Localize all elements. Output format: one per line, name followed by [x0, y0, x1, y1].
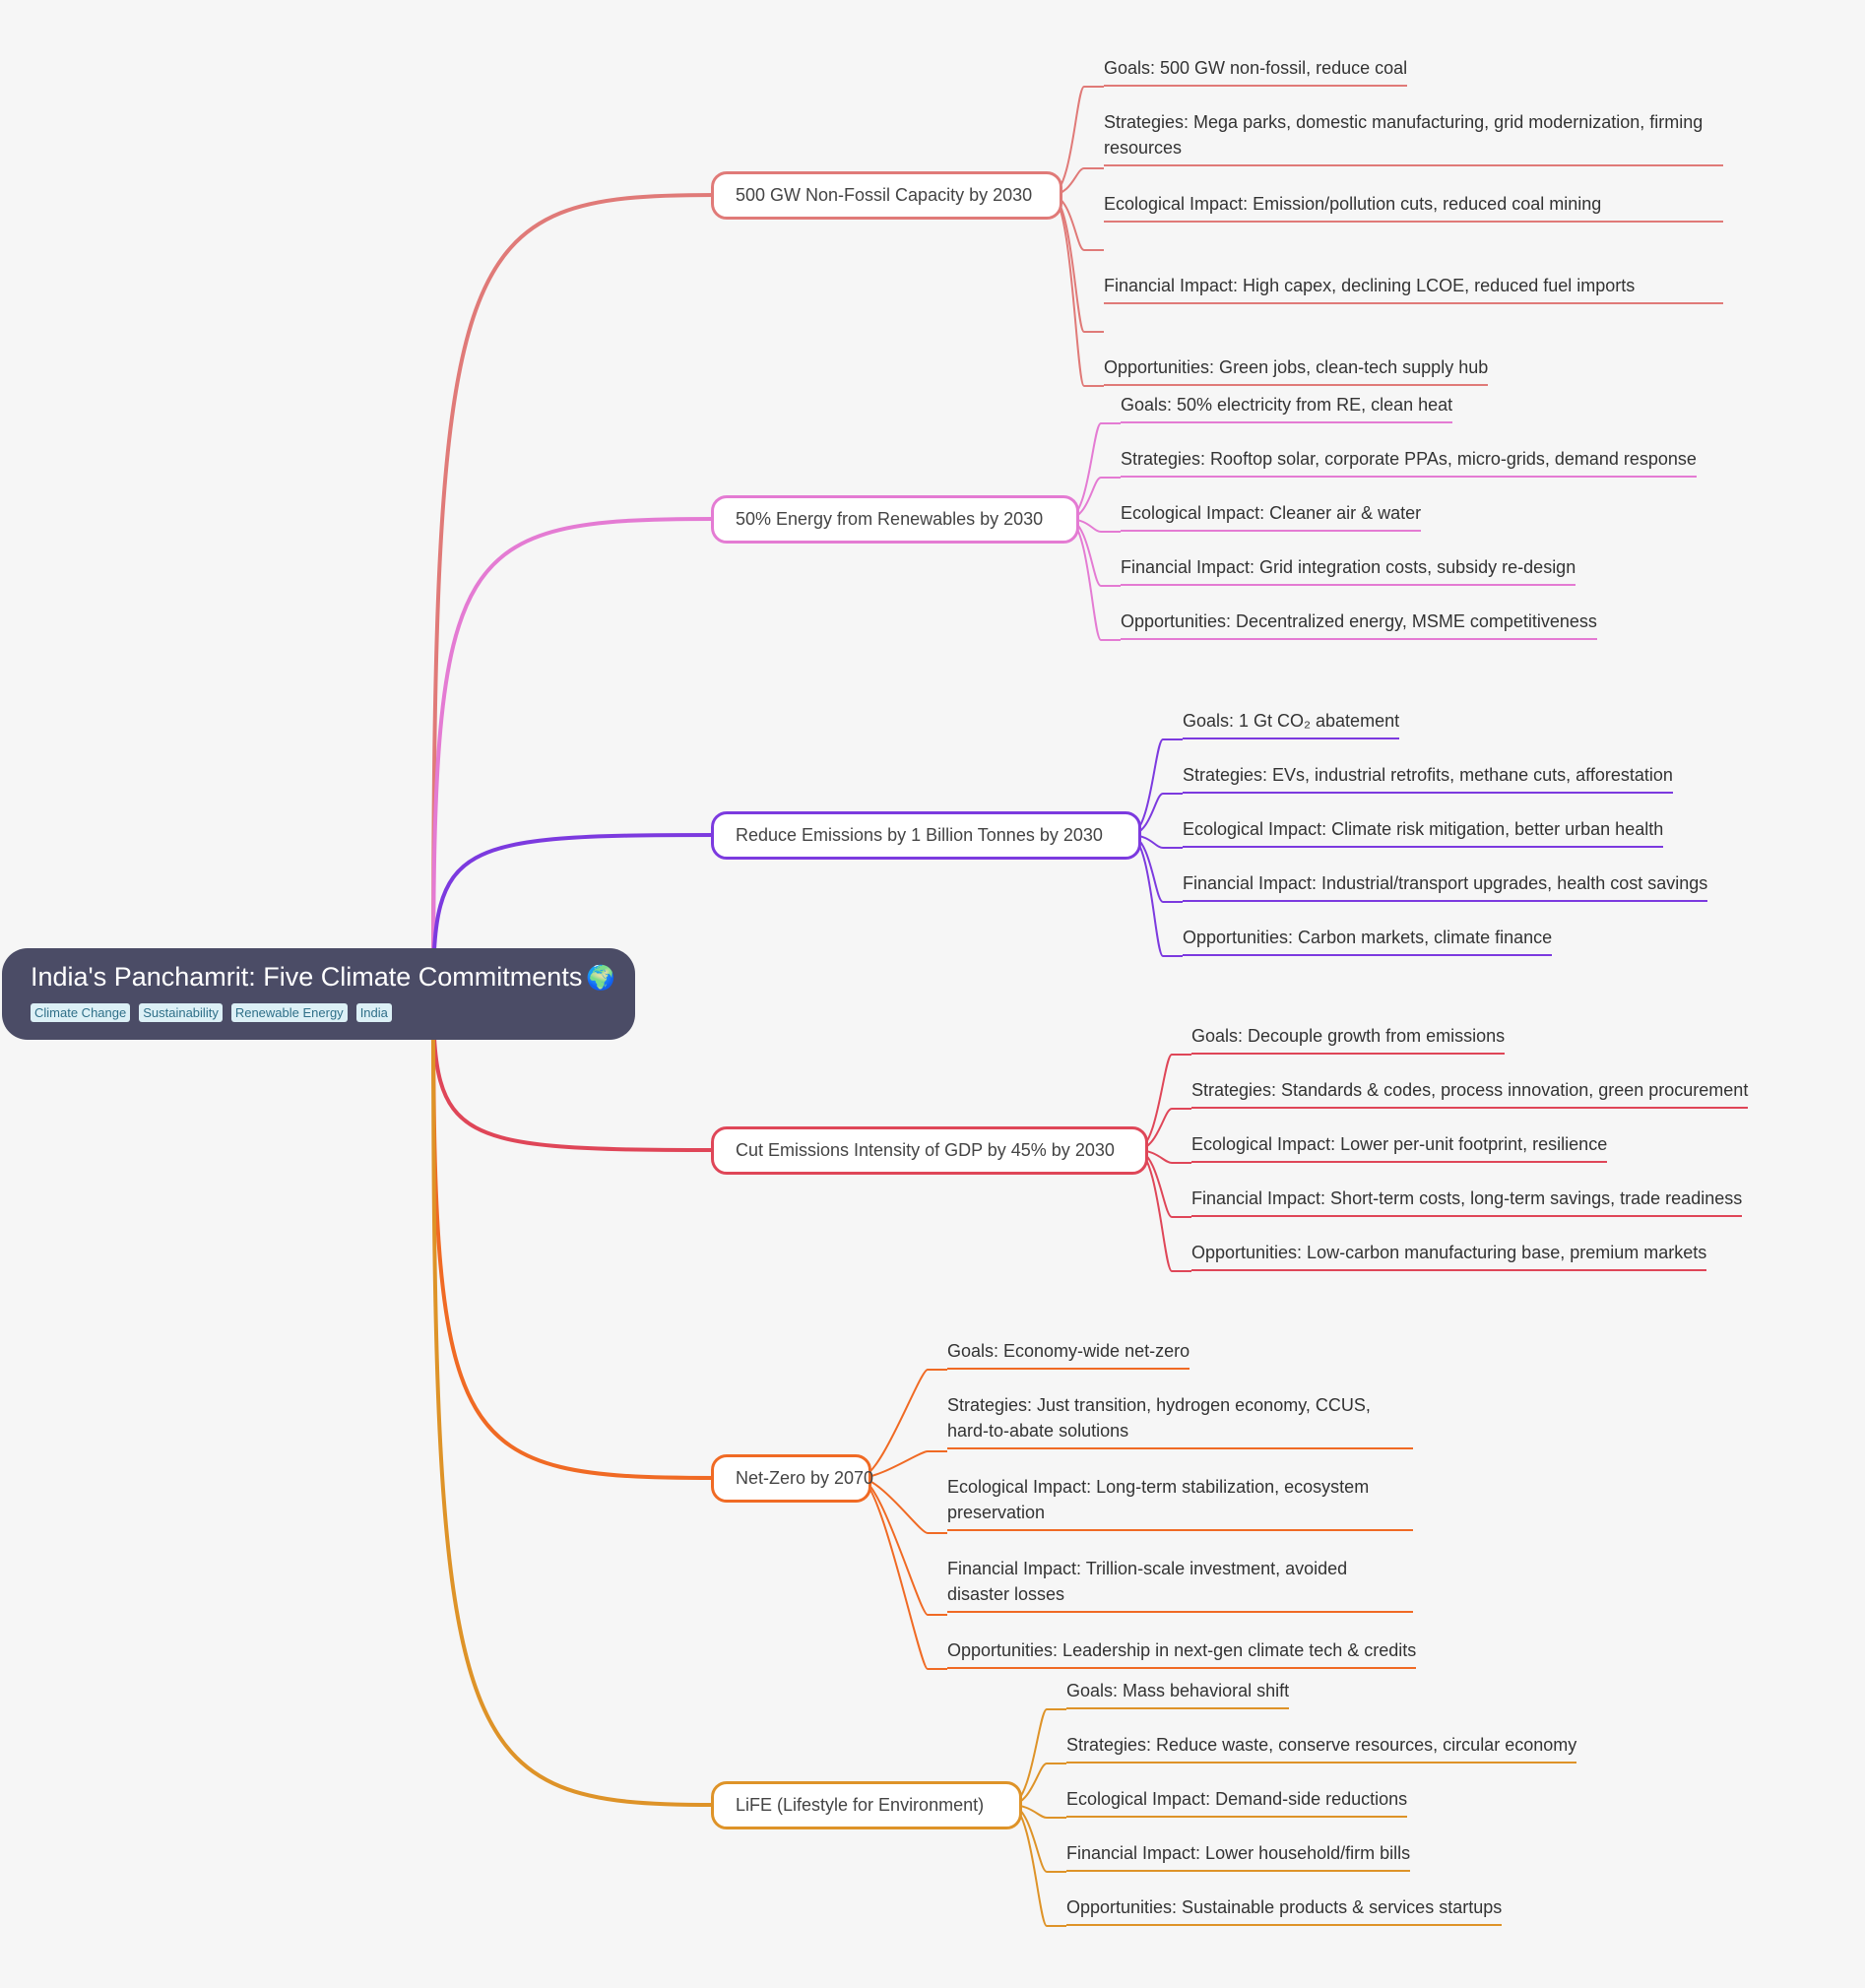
- leaf-node[interactable]: Financial Impact: Short-term costs, long…: [1191, 1186, 1743, 1217]
- leaf-node[interactable]: Financial Impact: Lower household/firm b…: [1066, 1840, 1411, 1872]
- connector-line: [431, 994, 716, 1807]
- connector-line: [431, 994, 716, 1480]
- branch-node[interactable]: 50% Energy from Renewables by 2030: [711, 495, 1079, 544]
- leaf-label: Strategies: Just transition, hydrogen ec…: [947, 1395, 1371, 1441]
- tag[interactable]: Renewable Energy: [230, 1003, 348, 1022]
- leaf-node[interactable]: Opportunities: Green jobs, clean-tech su…: [1104, 354, 1489, 386]
- leaf-label: Opportunities: Sustainable products & se…: [1066, 1897, 1503, 1917]
- leaf-node[interactable]: Strategies: Standards & codes, process i…: [1191, 1077, 1749, 1109]
- leaf-node[interactable]: Goals: 1 Gt CO₂ abatement: [1183, 708, 1400, 739]
- leaf-label: Ecological Impact: Lower per-unit footpr…: [1191, 1134, 1608, 1154]
- leaf-label: Ecological Impact: Long-term stabilizati…: [947, 1477, 1370, 1522]
- branch-node[interactable]: Reduce Emissions by 1 Billion Tonnes by …: [711, 811, 1141, 860]
- leaf-label: Financial Impact: Industrial/transport u…: [1183, 873, 1708, 893]
- leaf-node[interactable]: Opportunities: Low-carbon manufacturing …: [1191, 1240, 1707, 1271]
- leaf-node[interactable]: Goals: 50% electricity from RE, clean he…: [1121, 392, 1453, 423]
- leaf-label: Goals: Mass behavioral shift: [1066, 1681, 1290, 1700]
- root-node[interactable]: India's Panchamrit: Five Climate Commitm…: [2, 948, 635, 1040]
- tag[interactable]: Sustainability: [139, 1003, 223, 1022]
- leaf-node[interactable]: Ecological Impact: Long-term stabilizati…: [947, 1474, 1413, 1531]
- leaf-node[interactable]: Opportunities: Sustainable products & se…: [1066, 1894, 1503, 1926]
- leaf-node[interactable]: Opportunities: Leadership in next-gen cl…: [947, 1637, 1417, 1669]
- connector-line: [859, 1369, 929, 1479]
- leaf-label: Ecological Impact: Demand-side reduction…: [1066, 1789, 1408, 1809]
- connector-line: [431, 517, 716, 995]
- leaf-label: Ecological Impact: Cleaner air & water: [1121, 503, 1422, 523]
- leaf-node[interactable]: Goals: 500 GW non-fossil, reduce coal: [1104, 55, 1408, 87]
- leaf-label: Goals: 50% electricity from RE, clean he…: [1121, 395, 1453, 415]
- leaf-label: Opportunities: Decentralized energy, MSM…: [1121, 611, 1597, 631]
- leaf-node[interactable]: Ecological Impact: Emission/pollution cu…: [1104, 191, 1723, 223]
- leaf-node[interactable]: Financial Impact: Grid integration costs…: [1121, 554, 1576, 586]
- branch-node[interactable]: Net-Zero by 2070: [711, 1454, 873, 1503]
- leaf-node[interactable]: Ecological Impact: Cleaner air & water: [1121, 500, 1422, 532]
- leaf-label: Financial Impact: Short-term costs, long…: [1191, 1188, 1743, 1208]
- leaf-node[interactable]: Strategies: Just transition, hydrogen ec…: [947, 1392, 1413, 1449]
- branch-node[interactable]: LiFE (Lifestyle for Environment): [711, 1781, 1022, 1829]
- connector-line: [859, 1477, 929, 1670]
- leaf-label: Strategies: EVs, industrial retrofits, m…: [1183, 765, 1673, 785]
- leaf-node[interactable]: Ecological Impact: Demand-side reduction…: [1066, 1786, 1408, 1818]
- leaf-label: Financial Impact: Grid integration costs…: [1121, 557, 1576, 577]
- leaf-node[interactable]: Goals: Economy-wide net-zero: [947, 1338, 1190, 1370]
- leaf-node[interactable]: Strategies: Mega parks, domestic manufac…: [1104, 109, 1723, 166]
- leaf-label: Strategies: Rooftop solar, corporate PPA…: [1121, 449, 1697, 469]
- leaf-label: Opportunities: Low-carbon manufacturing …: [1191, 1243, 1707, 1262]
- leaf-node[interactable]: Strategies: Reduce waste, conserve resou…: [1066, 1732, 1577, 1764]
- tag-list: Climate Change Sustainability Renewable …: [31, 1003, 635, 1022]
- leaf-node[interactable]: Financial Impact: Trillion-scale investm…: [947, 1556, 1413, 1613]
- leaf-label: Goals: 500 GW non-fossil, reduce coal: [1104, 58, 1408, 78]
- leaf-label: Strategies: Standards & codes, process i…: [1191, 1080, 1749, 1100]
- leaf-label: Financial Impact: Trillion-scale investm…: [947, 1559, 1348, 1604]
- branch-node[interactable]: Cut Emissions Intensity of GDP by 45% by…: [711, 1126, 1148, 1175]
- leaf-label: Opportunities: Green jobs, clean-tech su…: [1104, 357, 1489, 377]
- connector-line: [431, 833, 716, 995]
- leaf-node[interactable]: Strategies: Rooftop solar, corporate PPA…: [1121, 446, 1697, 478]
- leaf-label: Goals: 1 Gt CO₂ abatement: [1183, 711, 1400, 731]
- leaf-label: Goals: Decouple growth from emissions: [1191, 1026, 1506, 1046]
- root-title-row: India's Panchamrit: Five Climate Commitm…: [31, 960, 635, 995]
- leaf-node[interactable]: Financial Impact: Industrial/transport u…: [1183, 870, 1708, 902]
- leaf-label: Opportunities: Leadership in next-gen cl…: [947, 1640, 1417, 1660]
- globe-icon: 🌍: [586, 965, 616, 992]
- leaf-label: Strategies: Reduce waste, conserve resou…: [1066, 1735, 1577, 1755]
- leaf-label: Ecological Impact: Climate risk mitigati…: [1183, 819, 1664, 839]
- tag[interactable]: India: [355, 1003, 392, 1022]
- leaf-node[interactable]: Ecological Impact: Climate risk mitigati…: [1183, 816, 1664, 848]
- connector-line: [431, 193, 716, 995]
- root-title: India's Panchamrit: Five Climate Commitm…: [31, 962, 583, 992]
- leaf-node[interactable]: Opportunities: Carbon markets, climate f…: [1183, 925, 1553, 956]
- leaf-node[interactable]: Strategies: EVs, industrial retrofits, m…: [1183, 762, 1673, 794]
- connector-line: [1050, 194, 1085, 387]
- leaf-label: Ecological Impact: Emission/pollution cu…: [1104, 194, 1602, 214]
- branch-node[interactable]: 500 GW Non-Fossil Capacity by 2030: [711, 171, 1062, 220]
- leaf-node[interactable]: Ecological Impact: Lower per-unit footpr…: [1191, 1131, 1608, 1163]
- leaf-label: Opportunities: Carbon markets, climate f…: [1183, 928, 1553, 947]
- leaf-label: Financial Impact: High capex, declining …: [1104, 276, 1636, 295]
- tag[interactable]: Climate Change: [31, 1003, 131, 1022]
- leaf-label: Goals: Economy-wide net-zero: [947, 1341, 1190, 1361]
- connector-line: [859, 1477, 929, 1616]
- leaf-node[interactable]: Goals: Mass behavioral shift: [1066, 1678, 1290, 1709]
- leaf-node[interactable]: Financial Impact: High capex, declining …: [1104, 273, 1723, 304]
- leaf-label: Financial Impact: Lower household/firm b…: [1066, 1843, 1411, 1863]
- leaf-node[interactable]: Goals: Decouple growth from emissions: [1191, 1023, 1506, 1055]
- leaf-node[interactable]: Opportunities: Decentralized energy, MSM…: [1121, 609, 1597, 640]
- leaf-label: Strategies: Mega parks, domestic manufac…: [1104, 112, 1704, 158]
